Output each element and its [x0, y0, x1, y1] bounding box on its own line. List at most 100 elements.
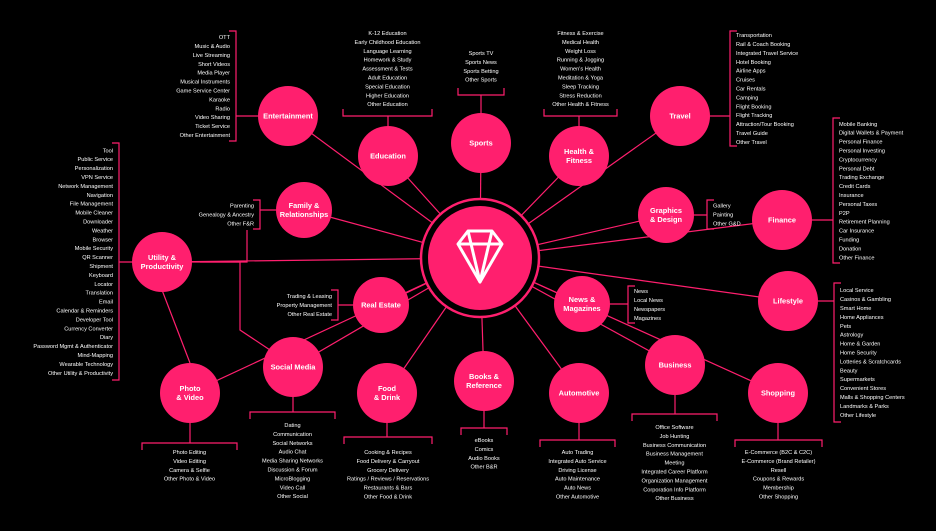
subcategory-item: Early Childhood Education: [355, 40, 421, 46]
subcategory-item: Downloader: [83, 219, 113, 225]
category-label: Photo: [180, 384, 201, 393]
subcategory-item: Discussion & Forum: [267, 468, 317, 474]
category-node-books[interactable]: [454, 351, 514, 411]
subcategory-item: Other Lifestyle: [840, 413, 876, 419]
category-label: Fitness: [566, 156, 592, 165]
subcategory-item: Magazines: [634, 316, 661, 322]
category-node-realestate[interactable]: [353, 277, 409, 333]
list-bracket: [331, 289, 339, 321]
category-label: Travel: [669, 112, 690, 121]
subcategory-item: Other Entertainment: [180, 133, 231, 139]
list-bracket: [734, 439, 823, 447]
subcategory-item: File Management: [70, 202, 114, 208]
subcategory-item: Special Education: [365, 84, 410, 90]
subcategory-item: Supermarkets: [840, 377, 875, 383]
subcategory-item: Wearable Technology: [59, 362, 113, 368]
branch-line: [239, 262, 271, 351]
category-node-social[interactable]: [263, 337, 323, 397]
category-node-travel[interactable]: [650, 86, 710, 146]
category-label: Health &: [564, 147, 595, 156]
subcategory-item: Media Player: [197, 71, 230, 77]
category-label: & Design: [650, 215, 683, 224]
subcategory-item: Trading & Leasing: [287, 294, 332, 300]
category-node-utility[interactable]: [132, 232, 192, 292]
subcategory-item: Homework & Study: [364, 58, 412, 64]
subcategory-item: Flight Booking: [736, 104, 771, 110]
subcategory-item: Local News: [634, 298, 663, 304]
subcategory-item: Navigation: [87, 193, 113, 199]
category-node-sports[interactable]: [451, 113, 511, 173]
subcategory-item: Other Food & Drink: [364, 495, 412, 501]
subcategory-item: Landmarks & Parks: [840, 404, 889, 410]
list-bracket: [543, 109, 618, 117]
subcategory-item: Malls & Shopping Centers: [840, 395, 905, 401]
subcategory-item: Password Mgmt & Authenticator: [33, 344, 113, 350]
subcategory-item: Other Sports: [465, 78, 497, 84]
subcategory-item: Photo Editing: [173, 450, 206, 456]
category-node-automotive[interactable]: [549, 363, 609, 423]
subcategory-item: Smart Home: [840, 306, 871, 312]
subcategory-item: Other G&D: [713, 221, 741, 227]
category-label: Social Media: [271, 363, 317, 372]
subcategory-item: K-12 Education: [368, 31, 406, 37]
category-node-graphics[interactable]: [638, 187, 694, 243]
subcategory-item: Flight Tracking: [736, 113, 772, 119]
subcategory-item: Membership: [763, 486, 794, 492]
subcategory-item: Gallery: [713, 204, 731, 210]
category-label: Family &: [289, 201, 320, 210]
list-bracket: [833, 282, 841, 423]
category-label: Entertainment: [263, 112, 313, 121]
category-label: & Video: [176, 393, 204, 402]
subcategory-item: Other F&R: [227, 221, 254, 227]
subcategory-item: Mobile Security: [75, 246, 113, 252]
category-node-food[interactable]: [357, 363, 417, 423]
category-label: Books &: [469, 372, 500, 381]
category-node-finance[interactable]: [752, 190, 812, 250]
subcategory-item: Public Service: [78, 157, 113, 163]
subcategory-item: Language Learning: [363, 49, 411, 55]
list-bracket: [631, 413, 718, 421]
subcategory-item: Business Management: [646, 452, 703, 458]
category-node-business[interactable]: [645, 335, 705, 395]
category-node-entertainment[interactable]: [258, 86, 318, 146]
category-node-health[interactable]: [549, 126, 609, 186]
subcategory-item: Attraction/Tour Booking: [736, 122, 794, 128]
subcategory-item: Mobile Banking: [839, 122, 877, 128]
category-node-photo[interactable]: [160, 363, 220, 423]
category-label: Business: [659, 361, 692, 370]
subcategory-item: Meeting: [665, 461, 685, 467]
subcategory-item: Home Appliances: [840, 315, 884, 321]
subcategory-item: Office Software: [655, 425, 693, 431]
subcategory-item: P2P: [839, 211, 850, 217]
subcategory-item: Astrology: [840, 333, 864, 339]
category-label: Food: [378, 384, 397, 393]
subcategory-item: Insurance: [839, 193, 864, 199]
category-node-family[interactable]: [276, 182, 332, 238]
subcategory-item: Game Service Center: [176, 88, 230, 94]
category-node-lifestyle[interactable]: [758, 271, 818, 331]
subcategory-item: Corporation Info Platform: [643, 487, 706, 493]
category-node-shopping[interactable]: [748, 363, 808, 423]
category-node-education[interactable]: [358, 126, 418, 186]
subcategory-item: Media Sharing Networks: [262, 459, 323, 465]
subcategory-item: Assessment & Tests: [362, 67, 412, 73]
subcategory-item: Other Business: [655, 496, 693, 502]
subcategory-item: Airline Apps: [736, 69, 766, 75]
category-label: & Drink: [374, 393, 401, 402]
subcategory-item: Other Photo & Video: [164, 477, 215, 483]
category-label: Shopping: [761, 389, 796, 398]
subcategory-item: Comics: [475, 447, 494, 453]
subcategory-item: Weather: [92, 228, 113, 234]
subcategory-item: Transportation: [736, 33, 772, 39]
subcategory-item: Communication: [273, 432, 312, 438]
subcategory-item: Auto News: [564, 486, 591, 492]
category-node-news[interactable]: [554, 276, 610, 332]
subcategory-item: Rail & Coach Booking: [736, 42, 790, 48]
list-bracket: [141, 442, 238, 450]
subcategory-item: Beauty: [840, 368, 858, 374]
subcategory-item: Coupons & Rewards: [753, 477, 805, 483]
subcategory-item: Diary: [100, 335, 113, 341]
subcategory-item: Women's Health: [560, 67, 601, 73]
subcategory-item: Tool: [103, 148, 113, 154]
